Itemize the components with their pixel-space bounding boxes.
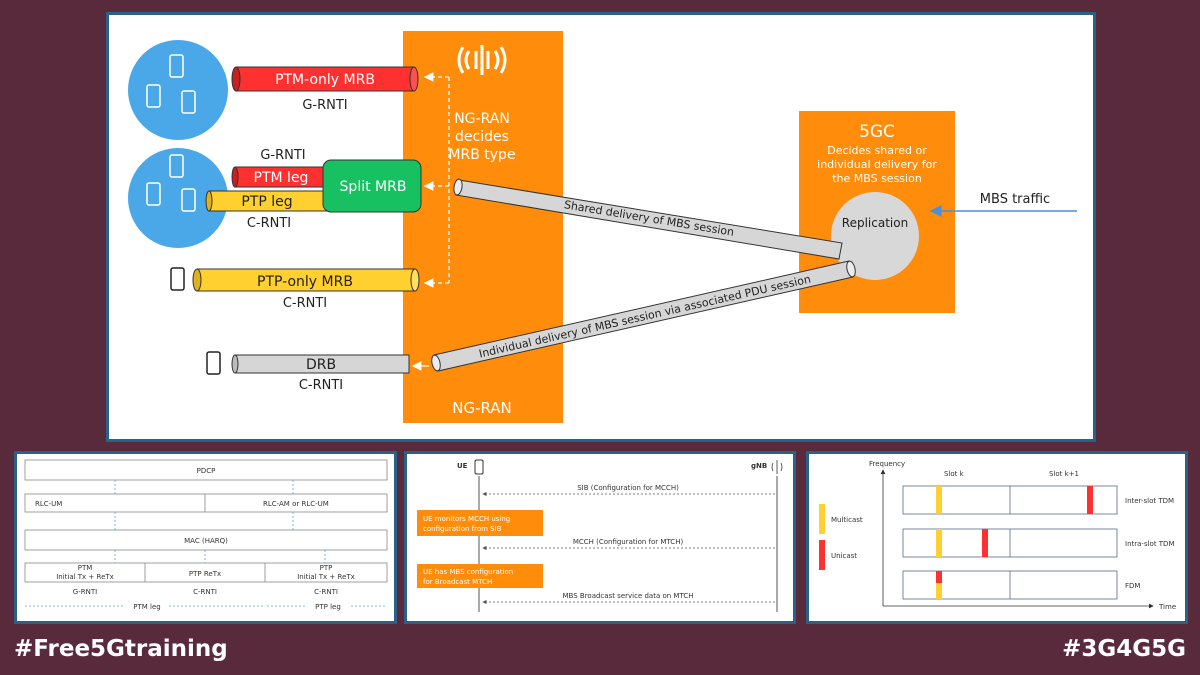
hashtag-right: #3G4G5G bbox=[1062, 636, 1186, 662]
ptm-only-grnti: G-RNTI bbox=[302, 98, 347, 113]
crnti-label-1: C-RNTI bbox=[193, 588, 217, 596]
ptp-only-crnti: C-RNTI bbox=[283, 296, 327, 311]
drb-tube: DRB bbox=[231, 354, 410, 374]
shared-delivery-label: Shared delivery of MBS session bbox=[563, 198, 735, 239]
phone-icon bbox=[146, 154, 196, 212]
ngran-decides-line1: NG-RAN bbox=[454, 111, 510, 127]
fdm-unicast-mark bbox=[936, 571, 942, 583]
split-mrb-box: Split MRB bbox=[322, 159, 422, 213]
ptm-label: PTM bbox=[78, 564, 93, 572]
monitor-mcch-line2: configuration from SIB bbox=[423, 525, 502, 533]
fivegc-desc-line1: Decides shared or bbox=[827, 144, 927, 157]
unicast-swatch bbox=[819, 540, 825, 570]
inter-slot-label: Inter-slot TDM bbox=[1125, 497, 1174, 505]
mbs-architecture-panel: NG-RAN decides MRB type NG-RAN 5GC Decid… bbox=[106, 12, 1096, 442]
gnb-label: gNB bbox=[751, 462, 767, 470]
sib-message-label: SIB (Configuration for MCCH) bbox=[577, 484, 679, 492]
ngran-decides-line3: MRB type bbox=[448, 147, 515, 163]
mbs-traffic-label: MBS traffic bbox=[980, 192, 1050, 207]
rlc-am-um-label: RLC-AM or RLC-UM bbox=[263, 500, 329, 508]
fdm-multicast-mark bbox=[936, 583, 942, 599]
multiplexing-panel: Frequency Time Slot k Slot k+1 Multicast… bbox=[806, 451, 1188, 624]
replication-label: Replication bbox=[842, 216, 908, 230]
grnti-label: G-RNTI bbox=[73, 588, 97, 596]
ptm-leg-tube: PTM leg bbox=[231, 166, 328, 188]
ptp-leg-label: PTP leg bbox=[241, 194, 292, 210]
rlc-um-label: RLC-UM bbox=[35, 500, 62, 508]
mbs-architecture-diagram: NG-RAN decides MRB type NG-RAN 5GC Decid… bbox=[128, 31, 1077, 423]
intra-multicast-mark bbox=[936, 529, 942, 557]
hashtag-left: #Free5Gtraining bbox=[14, 636, 228, 662]
mbs-config-box bbox=[417, 564, 543, 588]
phone-icon bbox=[146, 54, 196, 114]
frequency-axis-label: Frequency bbox=[869, 460, 905, 468]
fdm-label: FDM bbox=[1125, 582, 1140, 590]
fivegc-desc-line3: the MBS session bbox=[832, 172, 922, 185]
ngran-decides-line2: decides bbox=[455, 129, 509, 145]
protocol-stack-diagram: PDCP RLC-UM RLC-AM or RLC-UM MAC (HARQ) … bbox=[24, 459, 388, 611]
ue-label: UE bbox=[457, 462, 468, 470]
ptp-retx-label: PTP ReTx bbox=[189, 570, 221, 578]
ngran-block bbox=[403, 31, 563, 423]
ptm-leg-label: PTM leg bbox=[254, 170, 309, 186]
ptp-only-mrb-label: PTP-only MRB bbox=[257, 274, 353, 290]
multicast-swatch bbox=[819, 504, 825, 534]
fivegc-title: 5GC bbox=[859, 122, 895, 142]
ptm-leg-span-label: PTM leg bbox=[133, 603, 160, 611]
monitor-mcch-box bbox=[417, 510, 543, 536]
ue-group-2 bbox=[128, 148, 228, 248]
monitor-mcch-line1: UE monitors MCCH using bbox=[423, 515, 510, 523]
slot-k-label: Slot k bbox=[944, 470, 965, 478]
drb-label: DRB bbox=[306, 357, 336, 373]
data-message-label: MBS Broadcast service data on MTCH bbox=[563, 592, 694, 600]
antenna-icon bbox=[457, 45, 507, 75]
broadcast-sequence-panel: UE gNB SIB (Configuration for MCCH) UE m… bbox=[404, 451, 796, 624]
ptp-sub-label: Initial Tx + ReTx bbox=[297, 573, 355, 581]
ngran-label: NG-RAN bbox=[452, 399, 512, 417]
drb-crnti: C-RNTI bbox=[299, 378, 343, 393]
fivegc-desc-line2: individual delivery for bbox=[817, 158, 937, 171]
phone-icon bbox=[170, 267, 185, 291]
ptp-leg-tube: PTP leg bbox=[205, 190, 328, 212]
antenna-icon bbox=[771, 460, 783, 474]
time-axis-label: Time bbox=[1158, 603, 1176, 611]
inter-unicast-mark bbox=[1087, 486, 1093, 514]
broadcast-sequence-diagram: UE gNB SIB (Configuration for MCCH) UE m… bbox=[417, 459, 783, 612]
multiplexing-diagram: Frequency Time Slot k Slot k+1 Multicast… bbox=[819, 460, 1176, 611]
ptp-only-mrb-tube: PTP-only MRB bbox=[192, 268, 420, 292]
mac-label: MAC (HARQ) bbox=[184, 537, 228, 545]
slot-k1-label: Slot k+1 bbox=[1049, 470, 1079, 478]
mcch-message-label: MCCH (Configuration for MTCH) bbox=[573, 538, 684, 546]
phone-icon bbox=[474, 459, 484, 475]
split-mrb-label: Split MRB bbox=[340, 179, 407, 195]
mbs-config-line2: for Broadcast MTCH bbox=[423, 578, 492, 586]
pdcp-label: PDCP bbox=[197, 467, 216, 475]
split-crnti: C-RNTI bbox=[247, 216, 291, 231]
ptm-only-mrb-tube: PTM-only MRB bbox=[231, 66, 419, 92]
mbs-config-line1: UE has MBS configuration bbox=[423, 568, 513, 576]
replication-circle bbox=[831, 192, 919, 280]
crnti-label-2: C-RNTI bbox=[314, 588, 338, 596]
ue-group-1 bbox=[128, 40, 228, 140]
intra-unicast-mark bbox=[982, 529, 988, 557]
intra-slot-label: Intra-slot TDM bbox=[1125, 540, 1175, 548]
ptp-leg-span-label: PTP leg bbox=[315, 603, 341, 611]
ptp-label: PTP bbox=[320, 564, 333, 572]
ptm-sub-label: Initial Tx + ReTx bbox=[56, 573, 114, 581]
protocol-stack-panel: PDCP RLC-UM RLC-AM or RLC-UM MAC (HARQ) … bbox=[14, 451, 397, 624]
multicast-legend: Multicast bbox=[831, 516, 863, 524]
split-grnti: G-RNTI bbox=[260, 148, 305, 163]
unicast-legend: Unicast bbox=[831, 552, 857, 560]
phone-icon bbox=[206, 351, 221, 375]
inter-multicast-mark bbox=[936, 486, 942, 514]
ptm-only-mrb-label: PTM-only MRB bbox=[275, 72, 375, 88]
